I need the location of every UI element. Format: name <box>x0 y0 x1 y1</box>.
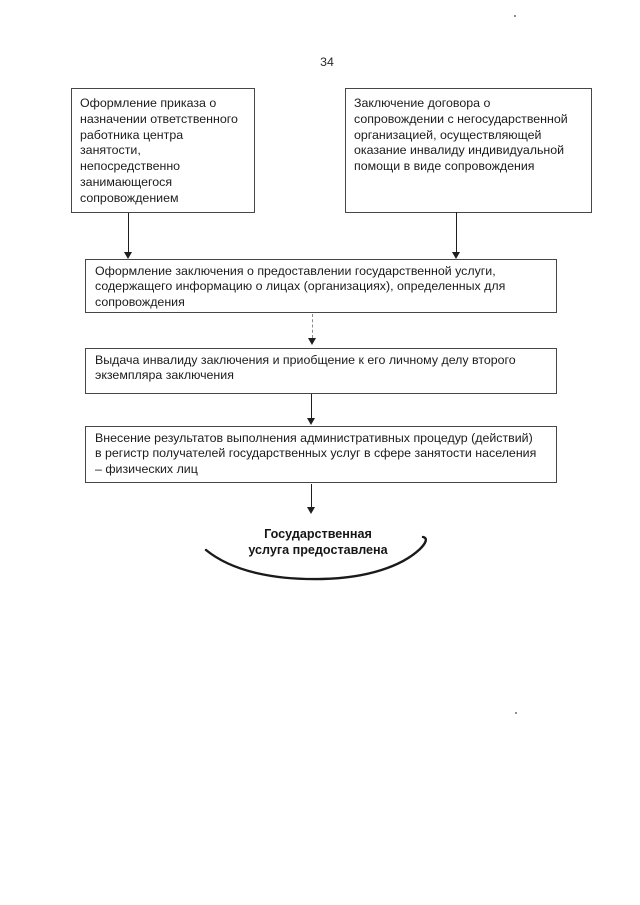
scan-artifact-dot <box>514 15 516 17</box>
arrow-down-left-line <box>128 213 130 252</box>
page-number: 34 <box>320 55 334 69</box>
flow-terminator-label: Государственная услуга предоставлена <box>248 527 388 557</box>
arrow-down-final-line <box>311 484 313 507</box>
arrow-down-left-head <box>124 251 133 259</box>
flow-box-contract-conclusion: Заключение договора о сопровождении с не… <box>345 88 592 213</box>
flow-box-register-entry: Внесение результатов выполнения админист… <box>85 426 557 483</box>
terminator-arc-shape <box>204 535 428 581</box>
arrow-down-right-line <box>456 212 458 252</box>
arrow-down-right-head <box>452 251 461 259</box>
arrow-down-dashed-head <box>308 337 317 345</box>
scan-artifact-dot <box>515 712 517 714</box>
flow-box-conclusion-issue: Выдача инвалиду заключения и приобщение … <box>85 348 557 394</box>
arrow-down-middle-line <box>311 394 313 418</box>
arrow-down-final-head <box>307 506 316 514</box>
arrow-down-middle-head <box>307 417 316 425</box>
arrow-down-dashed-line <box>312 314 314 338</box>
flow-box-order-appointment: Оформление приказа о назначении ответств… <box>71 88 255 213</box>
flow-box-conclusion-preparation: Оформление заключения о предоставлении г… <box>85 259 557 313</box>
